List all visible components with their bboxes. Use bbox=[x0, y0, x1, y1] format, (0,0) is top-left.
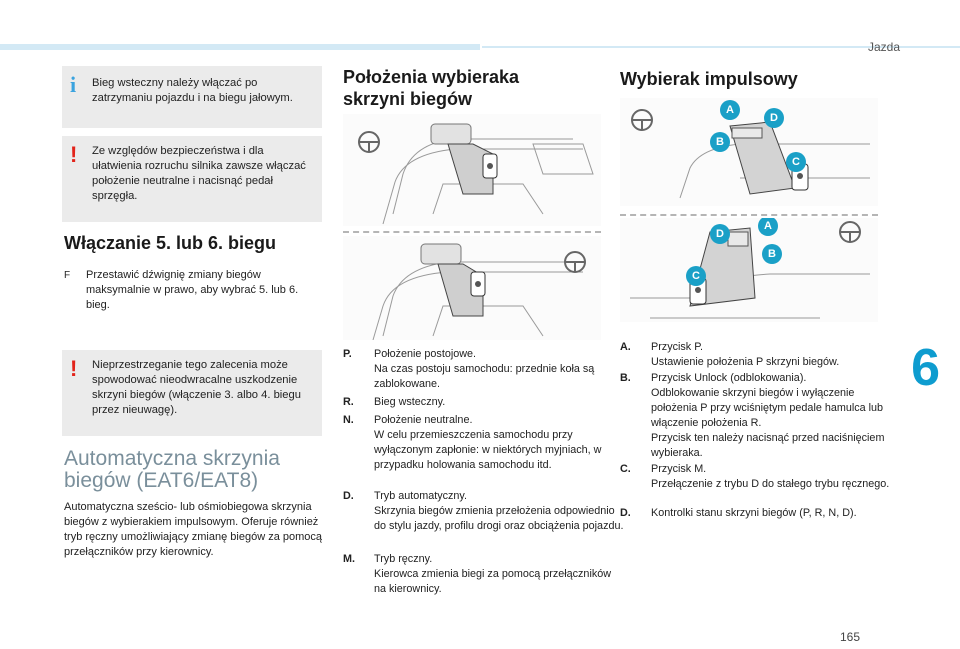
badge-c: C bbox=[786, 152, 806, 172]
item-text: Przycisk P. Ustawienie położenia P skrzy… bbox=[651, 341, 840, 368]
auto-title-line1: Automatyczna skrzynia bbox=[64, 447, 280, 470]
warning-note-box: ! Ze względów bezpieczeństwa i dla ułatw… bbox=[62, 136, 322, 222]
info-note-text: Bieg wsteczny należy włączać po zatrzyma… bbox=[92, 77, 293, 104]
gear-selector-illustration-bottom bbox=[343, 236, 601, 340]
item-key: A. bbox=[620, 341, 631, 353]
warning-icon: ! bbox=[70, 356, 78, 381]
item-key: C. bbox=[620, 463, 631, 475]
steering-wheel-icon bbox=[839, 221, 861, 243]
right-title: Wybierak impulsowy bbox=[620, 69, 798, 89]
item-text: Bieg wsteczny. bbox=[374, 396, 446, 408]
item-text: Tryb automatyczny. Skrzynia biegów zmien… bbox=[374, 490, 624, 532]
badge-a: A bbox=[758, 218, 778, 236]
item-text: Tryb ręczny. Kierowca zmienia biegi za p… bbox=[374, 553, 612, 595]
gear-selector-illustration-top bbox=[343, 114, 601, 226]
item-key: D. bbox=[620, 507, 631, 519]
chapter-number: 6 bbox=[911, 339, 940, 397]
bullet-text: Przestawić dźwignię zmiany biegów maksym… bbox=[86, 269, 299, 311]
bullet-marker: F bbox=[64, 270, 71, 281]
middle-title-line2: skrzyni biegów bbox=[343, 89, 473, 109]
header-bar bbox=[0, 44, 480, 50]
impulse-selector-illustration-bottom: A B C D bbox=[620, 218, 878, 322]
divider bbox=[343, 231, 601, 233]
gear-selector-drawing bbox=[372, 243, 586, 340]
auto-title: Automatyczna skrzynia biegów (EAT6/EAT8) bbox=[64, 448, 326, 492]
chapter-title: Jazda bbox=[867, 40, 900, 54]
chapter-tab: 6 bbox=[900, 339, 960, 402]
item-key: R. bbox=[343, 396, 354, 408]
impulse-selector-illustration-top: A B C D bbox=[620, 98, 878, 206]
header-bar-line bbox=[482, 46, 960, 48]
item-text: Położenie postojowe. Na czas postoju sam… bbox=[374, 348, 595, 390]
badge-c: C bbox=[686, 266, 706, 286]
item-key: N. bbox=[343, 414, 354, 426]
item-key: D. bbox=[343, 490, 354, 502]
badge-a: A bbox=[720, 100, 740, 120]
badge-d: D bbox=[710, 224, 730, 244]
auto-title-line2: biegów (EAT6/EAT8) bbox=[64, 469, 259, 492]
gear-selector-drawing bbox=[358, 123, 594, 225]
section-title: Włączanie 5. lub 6. biegu bbox=[64, 233, 277, 253]
item-key: M. bbox=[343, 553, 355, 565]
badge-b: B bbox=[710, 132, 730, 152]
info-icon: i bbox=[70, 72, 77, 97]
divider bbox=[620, 214, 878, 216]
steering-wheel-icon bbox=[358, 131, 380, 153]
info-note-box: i Bieg wsteczny należy włączać po zatrzy… bbox=[62, 66, 322, 128]
warning-note-text-2: Nieprzestrzeganie tego zalecenia może sp… bbox=[92, 359, 301, 416]
auto-text: Automatyczna sześcio- lub ośmiobiegowa s… bbox=[64, 501, 322, 558]
page-number: 165 bbox=[839, 630, 860, 644]
impulse-selector-drawing bbox=[631, 109, 870, 199]
item-key: P. bbox=[343, 348, 352, 360]
warning-note-text: Ze względów bezpieczeństwa i dla ułatwie… bbox=[92, 145, 306, 202]
impulse-selector-drawing bbox=[630, 221, 870, 319]
item-key: B. bbox=[620, 372, 631, 384]
middle-title: Położenia wybieraka skrzyni biegów bbox=[343, 66, 603, 110]
item-text: Przycisk M. Przełączenie z trybu D do st… bbox=[651, 463, 890, 490]
steering-wheel-icon bbox=[631, 109, 653, 131]
warning-icon: ! bbox=[70, 142, 78, 167]
middle-title-line1: Położenia wybieraka bbox=[343, 67, 520, 87]
badge-d: D bbox=[764, 108, 784, 128]
selector-buttons-list: A. Przycisk P. Ustawienie położenia P sk… bbox=[620, 340, 889, 540]
item-text: Przycisk Unlock (odblokowania). Odblokow… bbox=[651, 372, 885, 459]
badge-b: B bbox=[762, 244, 782, 264]
positions-list: P. Położenie postojowe. Na czas postoju … bbox=[343, 347, 623, 607]
item-text: Położenie neutralne. W celu przemieszcze… bbox=[374, 414, 602, 471]
steering-wheel-icon bbox=[564, 251, 586, 273]
item-text: Kontrolki stanu skrzyni biegów (P, R, N,… bbox=[651, 507, 857, 519]
warning-note-box-2: ! Nieprzestrzeganie tego zalecenia może … bbox=[62, 350, 322, 436]
